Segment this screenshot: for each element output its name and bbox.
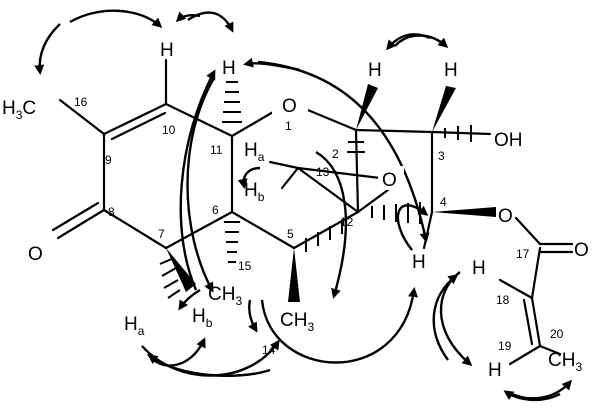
noe-arrow-h19-h18 [432,274,459,361]
noe-arrow-me14-h7a [147,354,271,377]
bond-c12-o [356,188,390,214]
methyl-20-label: CH3 [548,350,582,374]
noe-arrow-h11-me15 [186,77,216,293]
position-number-18: 18 [496,293,510,307]
bond-c13-o [296,166,382,180]
position-number-19: 19 [498,339,512,353]
noe-arrow-me15-h11 [179,69,216,291]
position-number-12: 12 [340,215,354,229]
position-number-15: 15 [238,259,252,273]
noe-arrow-h11-h10 [175,11,201,23]
position-number-1: 1 [285,119,292,133]
position-number-9: 9 [105,153,112,167]
h4-label: H [412,252,426,273]
bond-c2-c3 [354,128,434,134]
bond-c13-hb [280,166,300,190]
h10-label: H [160,40,174,61]
noe-arrow-h3-h2 [386,33,431,51]
noe-arrow-top-left [69,9,163,29]
wedge-c5-me14 [288,248,300,302]
h19-label: H [488,360,502,381]
ring-oxygen-label: O [282,96,297,117]
methyl-14-label: CH3 [280,310,314,334]
position-number-3: 3 [438,149,445,163]
epoxide-oxygen-label: O [382,170,397,191]
wedge-c3-h [432,86,456,132]
position-number-14: 14 [262,343,276,357]
bond-c13-ha [268,160,300,170]
bond-c18-c19 [530,296,542,348]
methyl-15-label: CH3 [208,284,242,308]
position-number-8: 8 [108,205,115,219]
bond-c2-c12 [354,128,360,214]
bond-c9-c10-second [110,111,167,141]
carbonyl-oxygen-label: O [574,240,589,261]
bond-c4-h [422,210,434,250]
h7b-label: Hb [192,306,213,330]
wedge-c2-h [356,84,378,130]
bond-c18-c19-second [522,298,534,346]
hydroxyl-label: OH [494,130,523,151]
bond-c3-oh [430,130,492,136]
bond-c8-o-second [51,201,100,232]
ketone-oxygen-label: O [28,244,43,265]
noe-arrow-h13a-h13b [237,166,261,189]
bonds [51,58,574,366]
position-number-7: 7 [158,227,165,241]
h13a-label: Ha [244,140,265,164]
noe-arrow-h19-me20 [507,379,572,400]
noe-arrow-h7a-h7b [147,337,206,367]
bond-c8-o [56,208,106,240]
position-number-2: 2 [332,147,339,161]
position-number-6: 6 [212,203,219,217]
bond-c8-c7 [102,208,168,250]
position-number-10: 10 [162,123,176,137]
noe-arrow-h4-h11 [243,57,301,72]
bond-c17-c18 [530,246,542,300]
ester-oxygen-label: O [498,206,513,227]
bond-c10-c11 [164,102,234,138]
noe-arrow-h13a-me14 [315,150,348,299]
position-number-11: 11 [210,143,223,157]
noe-arrow-me14-tip [248,299,258,333]
h13b-label: Hb [244,180,265,204]
noe-arrow-h10-h11 [187,11,234,33]
position-number-4: 4 [440,195,447,209]
wedge-c4-o [432,207,496,217]
position-number-13: 13 [316,165,330,179]
noe-arrow-methyl16 [34,23,61,75]
position-number-5: 5 [287,227,294,241]
position-numbers: 1 2 3 4 5 6 7 8 9 10 11 12 13 14 15 16 1… [74,95,564,357]
noe-arrow-h7a-me14 [141,339,280,377]
position-number-17: 17 [516,247,530,261]
bond-c19-c20 [538,344,562,356]
bond-c19-h [508,344,542,366]
noe-arrow-me20-h19 [503,390,561,402]
noe-correlation-arrows [34,9,572,402]
bond-c13-c12 [296,166,360,214]
h18-label: H [472,258,486,279]
methyl-16-label: H3C [2,98,36,122]
noe-arrow-me14-h4 [260,287,418,364]
position-number-16: 16 [74,95,88,109]
h11-label: H [222,58,236,79]
bond-c7-c6 [164,210,234,250]
bond-o1-c2 [301,106,358,132]
position-number-20: 20 [550,327,564,341]
noe-arrow-h7b-tip [178,288,201,311]
h2-label: H [368,60,382,81]
h7a-label: Ha [124,314,145,338]
bond-c9-c10 [102,102,168,136]
bond-c18-h [498,278,534,300]
noe-arrow-h11-h4 [257,60,430,243]
h3-label: H [444,60,458,81]
bond-c6-c5 [230,210,296,250]
bond-c5-c12 [292,210,360,250]
noe-arrow-h4-epoxide [396,204,429,251]
bond-o-c17 [514,216,542,246]
atom-labels: O O O O O OH H H H H H H H Ha Hb Ha Hb H… [2,40,589,381]
bond-c16-c9 [58,98,106,136]
